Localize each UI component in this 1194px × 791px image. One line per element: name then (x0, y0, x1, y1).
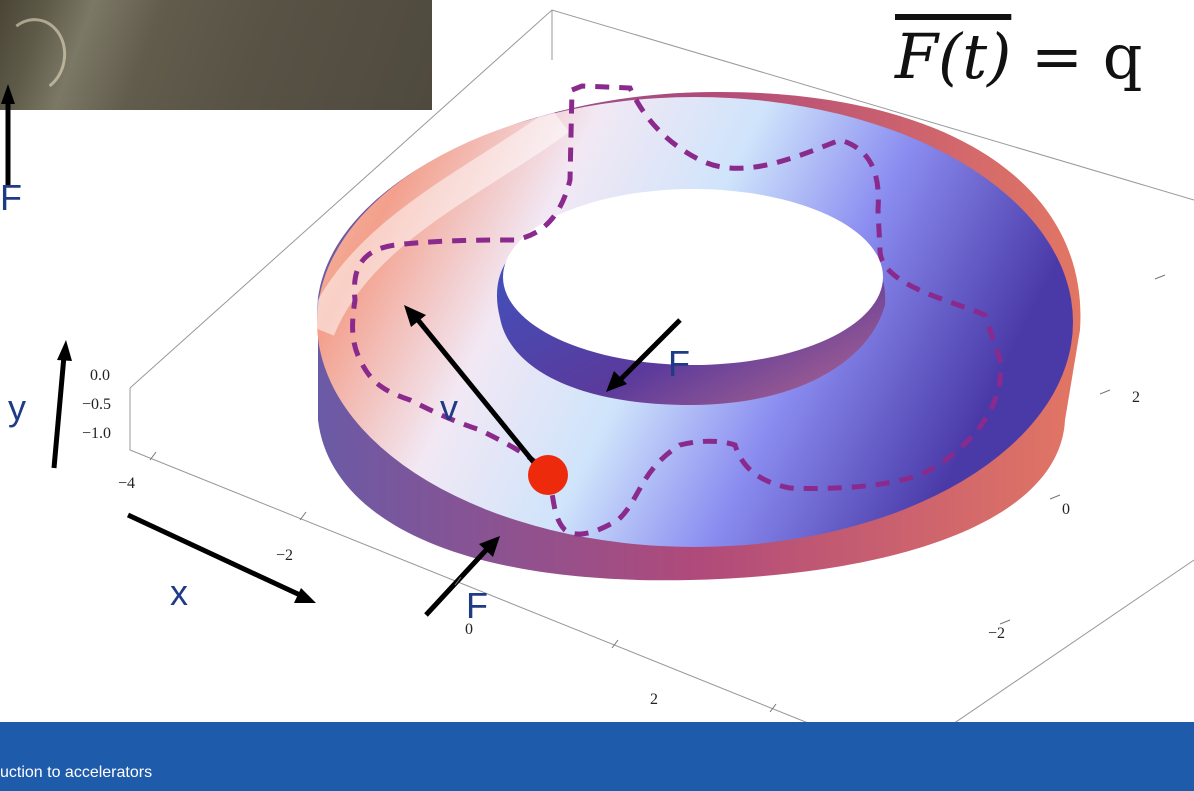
x-tick-2: 0 (465, 621, 473, 638)
x-axis-arrow (126, 512, 316, 603)
force-formula: F(t) = q (895, 20, 1142, 93)
force-arrow-inner (606, 318, 682, 392)
y-tick-1: −2 (988, 625, 1006, 642)
formula-lhs: F(t) (895, 20, 1012, 93)
y-tick-2: 0 (1062, 501, 1070, 518)
x-tick-3: 2 (650, 691, 658, 708)
x-tick-0: −4 (118, 475, 136, 492)
charged-particle (528, 455, 568, 495)
force-arrow-outer (424, 536, 500, 617)
y-tick-3: 2 (1132, 389, 1140, 406)
z-tick-1: −0.5 (82, 396, 112, 413)
y-axis-arrow (51, 340, 72, 469)
footer-title: uction to accelerators (0, 764, 153, 781)
y-axis-label: y (8, 387, 26, 428)
footer-bar (0, 722, 1194, 791)
force-label-outer: F (466, 585, 488, 626)
x-axis-label: x (170, 572, 188, 613)
force-label-topleft: F (0, 177, 22, 218)
y-axis-ticks (999, 274, 1166, 625)
torus-surface (306, 91, 1081, 581)
z-tick-2: −1.0 (82, 425, 112, 442)
formula-rhs: = q (1031, 20, 1143, 93)
velocity-arrow (404, 305, 542, 472)
x-axis-ticks (149, 451, 777, 713)
accelerator-photo (0, 0, 432, 110)
force-label-inner: F (668, 343, 690, 384)
x-tick-1: −2 (276, 547, 294, 564)
velocity-label: v (440, 387, 458, 428)
force-arrow-topleft (1, 84, 15, 185)
plot-box (129, 9, 1194, 761)
z-tick-0: 0.0 (90, 367, 110, 384)
particle-trajectory (350, 83, 1004, 537)
